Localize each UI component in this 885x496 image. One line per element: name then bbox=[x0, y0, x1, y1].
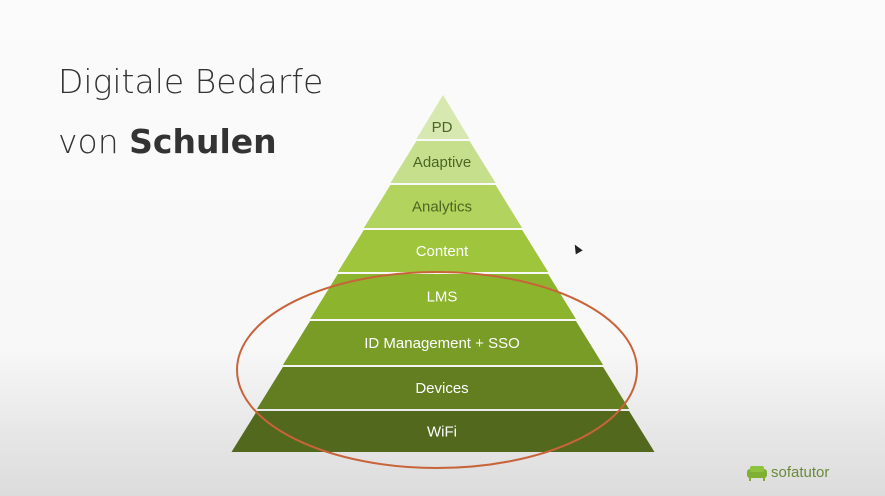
slide-title-line2: von Schulen bbox=[58, 122, 277, 161]
pyramid-band bbox=[256, 367, 630, 409]
title-prefix: von bbox=[58, 122, 119, 161]
title-bold: Schulen bbox=[129, 122, 277, 161]
pyramid-band bbox=[416, 95, 470, 139]
pyramid-label: PD bbox=[432, 119, 453, 136]
pyramid-band bbox=[282, 321, 604, 365]
pyramid-level-id-management-sso: ID Management + SSO bbox=[282, 321, 604, 365]
sofatutor-logo: sofatutor bbox=[746, 464, 829, 481]
pyramid-band bbox=[231, 411, 655, 452]
pyramid-label: LMS bbox=[427, 289, 458, 306]
pyramid-label: Devices bbox=[415, 380, 468, 397]
logo-text: sofatutor bbox=[771, 464, 830, 481]
pyramid-level-lms: LMS bbox=[310, 274, 576, 319]
pyramid-label: Content bbox=[416, 243, 469, 260]
sofa-icon bbox=[747, 465, 767, 481]
pyramid-level-pd: PD bbox=[416, 95, 470, 139]
highlight-ellipse bbox=[236, 271, 638, 469]
pyramid-level-wifi: WiFi bbox=[231, 411, 655, 452]
pyramid-label: ID Management + SSO bbox=[364, 335, 520, 352]
pyramid-level-content: Content bbox=[337, 230, 549, 272]
slide-title-line1: Digitale Bedarfe bbox=[58, 62, 324, 101]
pyramid-level-analytics: Analytics bbox=[363, 185, 523, 228]
pyramid-label: Adaptive bbox=[413, 154, 471, 171]
pyramid-level-devices: Devices bbox=[256, 367, 630, 409]
pyramid-band bbox=[310, 274, 576, 319]
pyramid-band bbox=[337, 230, 549, 272]
pyramid-label: WiFi bbox=[427, 424, 457, 441]
pyramid-label: Analytics bbox=[412, 199, 472, 216]
pyramid-band bbox=[363, 185, 523, 228]
pyramid-band bbox=[390, 141, 496, 183]
pyramid-level-adaptive: Adaptive bbox=[390, 141, 496, 183]
